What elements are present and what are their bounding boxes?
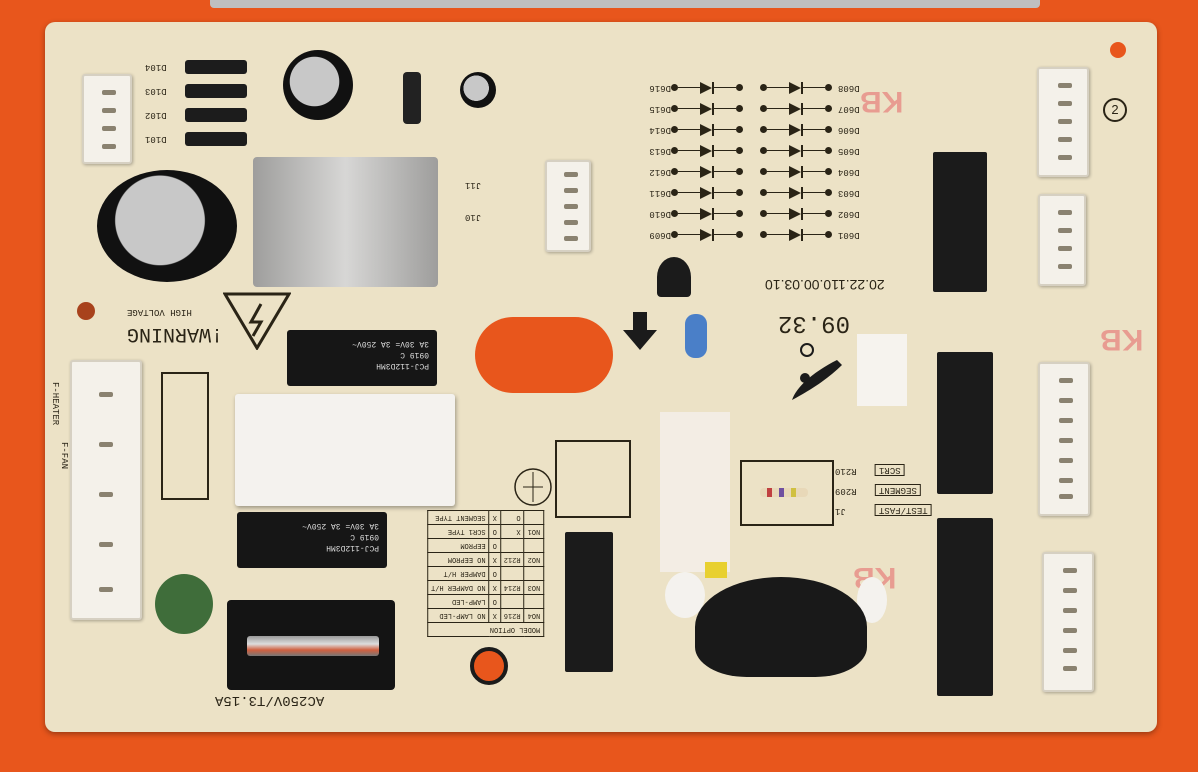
tape-residue: [660, 412, 730, 572]
mounting-hole: [1110, 42, 1126, 58]
label-sticker: [857, 334, 907, 406]
ic-ic21: [565, 532, 613, 672]
fuse-holder: [227, 600, 395, 690]
mounting-hole: [77, 302, 95, 320]
led-column-left: D616 D615 D614 D613 D612 D611 D610 D609: [635, 77, 755, 245]
board-cutout: [475, 317, 613, 393]
mounting-hole: [470, 647, 508, 685]
dip-arrow-icon: [623, 312, 657, 350]
fuse-rating: AC250V/T3.15A: [215, 692, 325, 708]
transistor-outline: [513, 462, 553, 512]
diode: [185, 60, 247, 74]
electrolytic-capacitor: [283, 50, 353, 120]
diode: [185, 84, 247, 98]
transistor-to92: [403, 72, 421, 124]
connector-cn20: [545, 160, 591, 252]
manufacturer-logo: [787, 340, 847, 408]
resistor-select-box: [740, 460, 834, 526]
ic-ic50: [933, 152, 987, 292]
buzzer: [695, 577, 867, 677]
ic-ic51: [937, 518, 993, 696]
part-number: 20.22.110.00.03.10: [765, 277, 885, 293]
appliance-housing-edge: [210, 0, 1040, 8]
buzzer-tape: [705, 562, 727, 578]
date-code: 09.32: [778, 309, 851, 336]
ic-ic52: [937, 352, 993, 494]
pcb-board: D104 D103 D102 D101 J11 J10 D616 D615 D6…: [45, 22, 1157, 732]
buzzer-mount: [665, 572, 705, 618]
kb-inspection-stamp: KB: [860, 85, 904, 118]
capacitor-c107-outline: [161, 372, 209, 500]
resistor: [760, 488, 808, 497]
diode: [185, 108, 247, 122]
connector-heater-fan: [70, 360, 142, 620]
kb-inspection-stamp: KB: [1100, 323, 1144, 356]
circled-number: 2: [1103, 98, 1127, 122]
high-voltage-icon: [222, 292, 292, 351]
connector-cn70: [82, 74, 132, 164]
jumper-socket: [555, 440, 631, 518]
diode: [185, 132, 247, 146]
connector-sensors: [1037, 67, 1089, 177]
ceramic-capacitor: [685, 314, 707, 358]
power-relay: [235, 394, 455, 506]
led-column-right: D608 D607 D606 D605 D604 D603 D602 D601: [760, 77, 880, 245]
connector-segment-display: [1038, 362, 1090, 516]
connector-damper: [1038, 194, 1086, 286]
transistor: [657, 257, 691, 297]
connector-display-lower: [1042, 552, 1094, 692]
large-electrolytic-capacitor: [97, 170, 237, 282]
glass-fuse: [247, 636, 379, 656]
heatsink-regulator: [253, 157, 438, 287]
small-capacitor: [460, 72, 496, 108]
varistor: [155, 574, 213, 634]
